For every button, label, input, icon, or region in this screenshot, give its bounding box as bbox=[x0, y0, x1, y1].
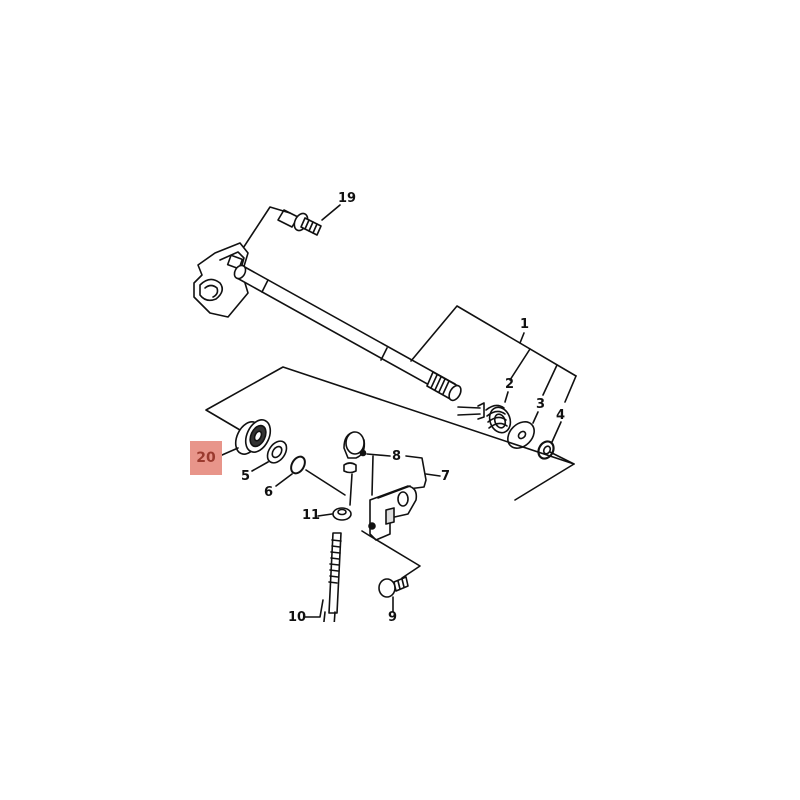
highlighted-part-20-label[interactable]: 20 bbox=[190, 441, 222, 475]
washer-part-3 bbox=[507, 421, 535, 449]
washer-part-5 bbox=[266, 440, 288, 464]
label-4: 4 bbox=[556, 408, 566, 423]
label-9: 9 bbox=[388, 610, 398, 625]
label-3: 3 bbox=[536, 397, 546, 412]
lever-part-7 bbox=[368, 485, 418, 541]
label-6: 6 bbox=[264, 485, 274, 500]
stopper-bolt-part-19 bbox=[277, 204, 341, 236]
spring-part-2 bbox=[457, 402, 512, 434]
bolt-part-9 bbox=[378, 576, 409, 613]
label-1: 1 bbox=[520, 317, 530, 332]
label-5: 5 bbox=[241, 469, 251, 484]
rod-part-10 bbox=[321, 532, 342, 641]
blank-lower-area bbox=[0, 622, 800, 800]
circlip-part-6 bbox=[290, 455, 306, 475]
label-2: 2 bbox=[505, 377, 515, 392]
label-11: 11 bbox=[302, 508, 321, 523]
joint-part-8 bbox=[343, 431, 367, 506]
label-10: 10 bbox=[288, 610, 307, 625]
label-8-top: 8 bbox=[392, 449, 402, 464]
label-7: 7 bbox=[441, 469, 451, 484]
oil-seal-part-20 bbox=[234, 419, 272, 455]
shift-shaft-part-1 bbox=[193, 242, 462, 402]
nut-part-11 bbox=[332, 507, 352, 521]
label-19: 19 bbox=[338, 191, 357, 206]
